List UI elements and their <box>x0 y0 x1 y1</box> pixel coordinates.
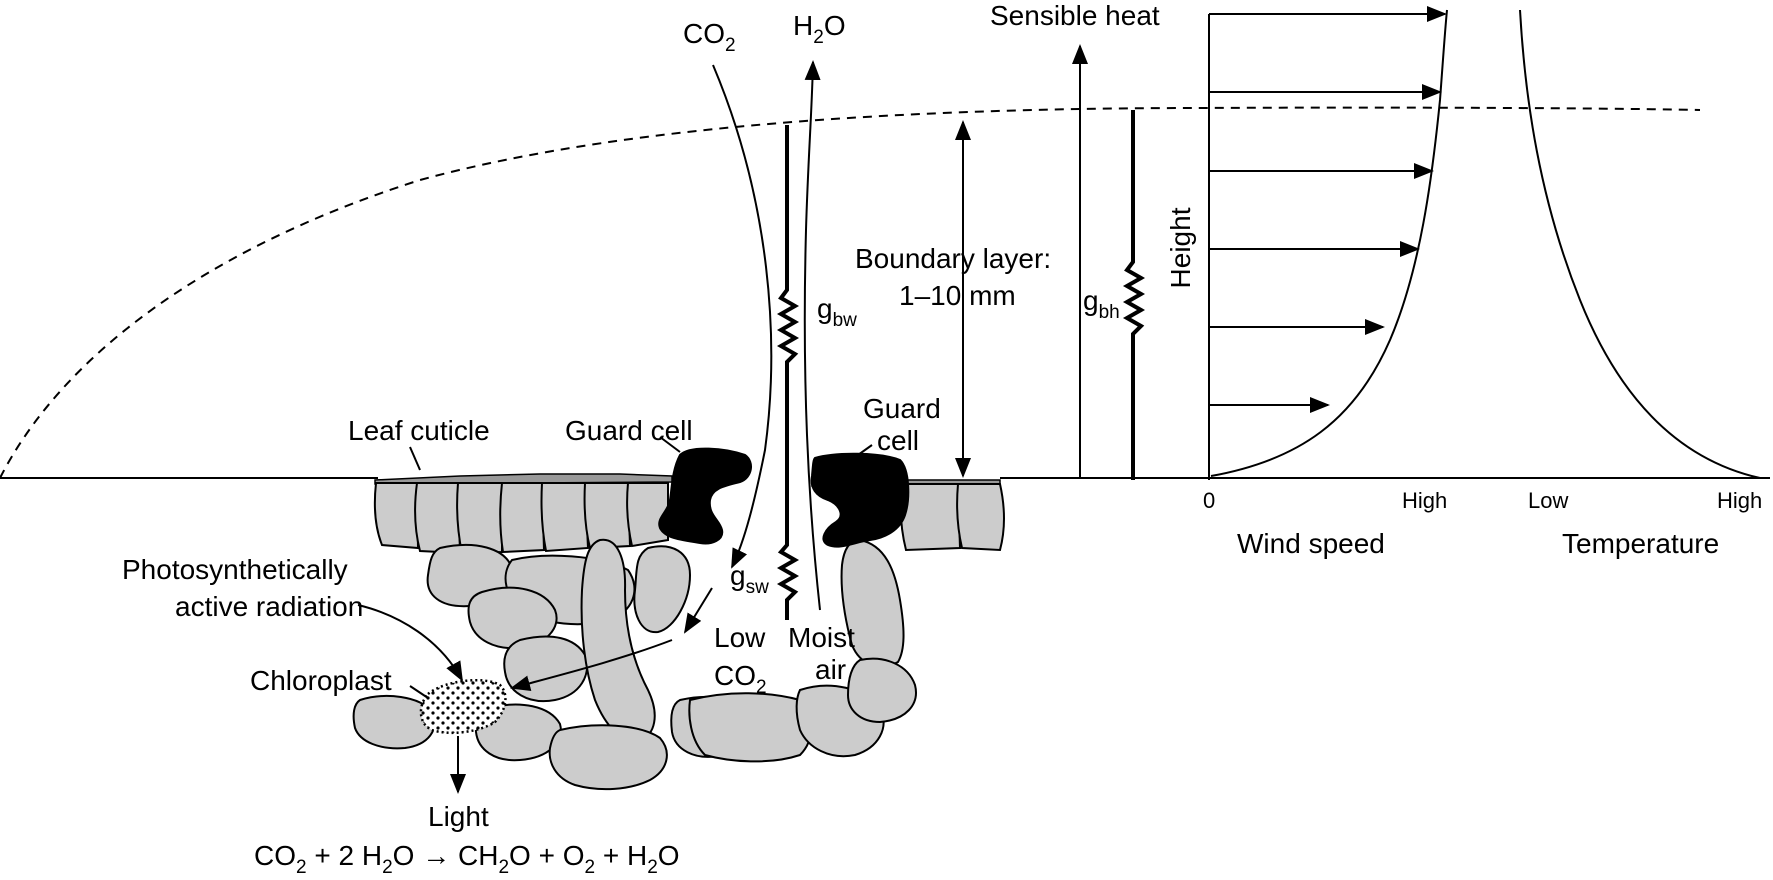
low-co2-label: CO2 <box>714 660 767 698</box>
epidermis-left <box>373 482 669 555</box>
low-co2-arrow <box>683 587 713 634</box>
cuticle-pointer <box>409 446 421 471</box>
leaf-cuticle-label: Leaf cuticle <box>348 415 490 446</box>
guard-cell-right-label-1: Guard <box>863 393 941 424</box>
temperature-tick-high: High <box>1717 488 1762 513</box>
boundary-layer-depth-label: 1–10 mm <box>899 280 1016 311</box>
co2-to-chloroplast-arrow <box>510 639 673 692</box>
wind-speed-title: Wind speed <box>1237 528 1385 559</box>
co2-influx-arrow <box>712 64 773 569</box>
boundary-layer-label: Boundary layer: <box>855 243 1051 274</box>
wind-vectors <box>1209 6 1447 413</box>
sensible-heat-label: Sensible heat <box>990 0 1160 31</box>
guard-cell-left-shape[interactable] <box>658 447 752 545</box>
g-sw-label: gsw <box>730 560 769 598</box>
guard-cell-right-label-2: cell <box>877 425 919 456</box>
g-sw-resistor <box>776 372 800 620</box>
co2-top-label: CO2 <box>683 18 736 56</box>
g-bh-label: gbh <box>1083 285 1120 323</box>
guard-cell-left-label: Guard cell <box>565 415 693 446</box>
par-arrow <box>357 604 463 682</box>
chloroplast-label: Chloroplast <box>250 665 392 696</box>
mesophyll-cells <box>352 538 917 791</box>
temperature-tick-low: Low <box>1528 488 1568 513</box>
temperature-profile <box>1519 9 1761 479</box>
air-label: air <box>815 654 846 685</box>
photosynthesis-equation: CO2 + 2 H2O → CH2O + O2 + H2O <box>254 840 680 878</box>
par-label-2: active radiation <box>175 591 363 622</box>
moist-label: Moist <box>788 622 855 653</box>
wind-speed-profile <box>1210 9 1448 477</box>
h2o-efflux-arrow <box>803 60 821 611</box>
temperature-title: Temperature <box>1562 528 1719 559</box>
g-bh-resistor <box>1122 110 1146 480</box>
g-bw-resistor <box>776 125 800 372</box>
g-bw-label: gbw <box>817 293 857 331</box>
boundary-layer-edge <box>0 106 1701 479</box>
wind-tick-high: High <box>1402 488 1447 513</box>
guard-cell-pointer-right <box>857 444 873 456</box>
light-label: Light <box>428 801 489 832</box>
h2o-top-label: H2O <box>793 10 846 48</box>
epidermis-right <box>899 483 1005 552</box>
wind-tick-zero: 0 <box>1203 488 1215 513</box>
low-label: Low <box>714 622 766 653</box>
chloroplast-pointer <box>409 685 429 699</box>
par-label-1: Photosynthetically <box>122 554 348 585</box>
chloroplast-shape[interactable] <box>419 678 507 735</box>
guard-cell-pointer-left <box>659 436 681 453</box>
height-axis-label: Height <box>1165 207 1196 288</box>
guard-cell-right-shape[interactable] <box>810 452 910 548</box>
